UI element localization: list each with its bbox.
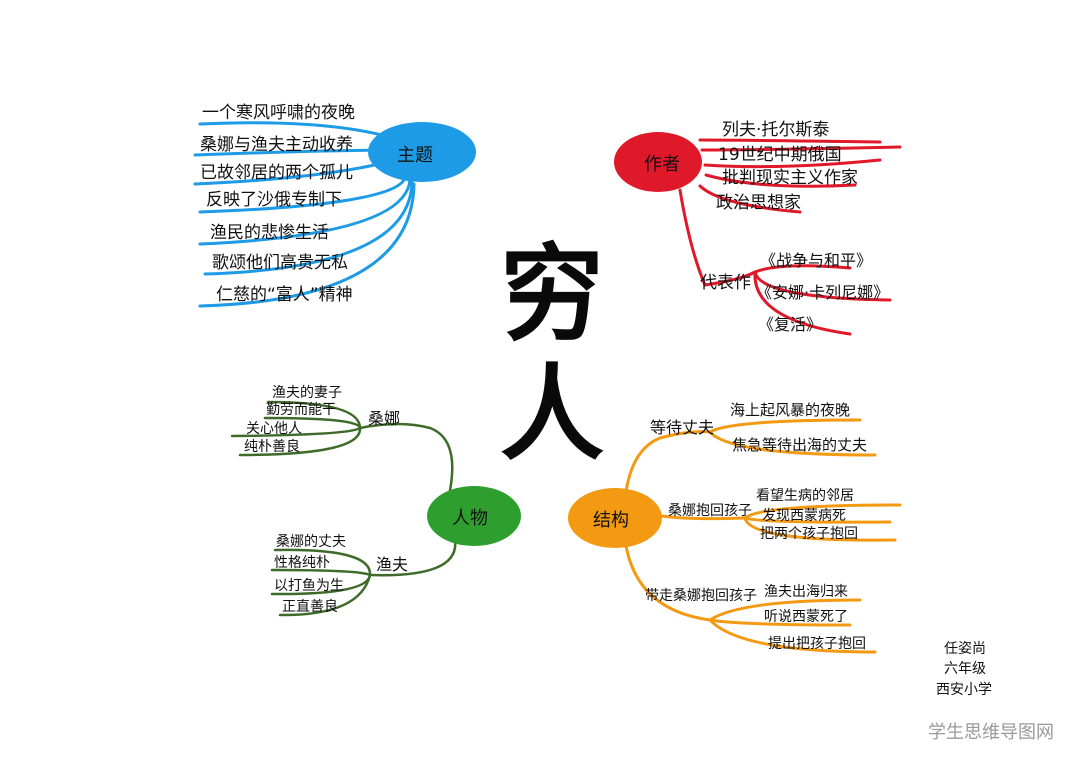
theme-item: 仁慈的“富人”精神 xyxy=(216,285,353,305)
signature-line: 六年级 xyxy=(944,661,986,677)
signature: 任姿尚 六年级 西安小学 xyxy=(936,641,992,698)
structure-node xyxy=(568,488,662,548)
structure-branch: 结构 等待丈夫 海上起风暴的夜晚 焦急等待出海的丈夫 桑娜抱回孩子 看望生病的邻… xyxy=(568,401,902,654)
author-work: 《复活》 xyxy=(758,315,822,334)
characters-node-label: 人物 xyxy=(452,508,488,529)
fisherman-item: 正直善良 xyxy=(282,598,338,615)
structure-group-items: 看望生病的邻居 发现西蒙病死 把两个孩子抱回 xyxy=(756,488,858,542)
structure-item: 海上起风暴的夜晚 xyxy=(730,401,850,419)
author-node xyxy=(614,132,702,192)
sangna-items: 渔夫的妻子 勤劳而能干 关心他人 纯朴善良 xyxy=(244,385,342,455)
theme-item: 歌颂他们高贵无私 xyxy=(212,253,348,273)
theme-item: 一个寒风呼啸的夜晚 xyxy=(202,103,355,123)
structure-item: 把两个孩子抱回 xyxy=(760,526,858,542)
structure-item: 焦急等待出海的丈夫 xyxy=(732,436,867,454)
central-title-char-1: 穷 xyxy=(500,232,604,355)
author-item: 列夫·托尔斯泰 xyxy=(722,120,829,140)
signature-line: 任姿尚 xyxy=(944,641,986,657)
structure-item: 听说西蒙死了 xyxy=(764,609,848,625)
fisherman-items: 桑娜的丈夫 性格纯朴 以打鱼为生 正直善良 xyxy=(274,534,346,615)
structure-group-items: 渔夫出海归来 听说西蒙死了 提出把孩子抱回 xyxy=(764,583,866,652)
fisherman-item: 桑娜的丈夫 xyxy=(276,534,346,550)
theme-items: 一个寒风呼啸的夜晚 桑娜与渔夫主动收养 已故邻居的两个孤儿 反映了沙俄专制下 渔… xyxy=(200,103,355,305)
characters-branch: 人物 桑娜 渔夫的妻子 勤劳而能干 关心他人 纯朴善良 渔夫 桑娜的丈夫 性格纯… xyxy=(230,385,521,617)
structure-group-items: 海上起风暴的夜晚 焦急等待出海的丈夫 xyxy=(730,401,867,454)
structure-item: 提出把孩子抱回 xyxy=(768,636,866,652)
author-connectors xyxy=(678,138,902,336)
structure-group-label: 桑娜抱回孩子 xyxy=(668,503,752,519)
theme-node-label: 主题 xyxy=(397,145,433,166)
author-branch: 作者 列夫·托尔斯泰 19世纪中期俄国 批判现实主义作家 政治思想家 代表作 《… xyxy=(614,120,902,336)
theme-item: 渔民的悲惨生活 xyxy=(210,223,329,243)
characters-connectors xyxy=(230,400,457,617)
sangna-item: 纯朴善良 xyxy=(244,439,300,455)
theme-item: 已故邻居的两个孤儿 xyxy=(200,163,353,183)
structure-group-label: 等待丈夫 xyxy=(650,418,714,437)
author-work: 《安娜·卡列尼娜》 xyxy=(756,283,889,302)
structure-item: 发现西蒙病死 xyxy=(762,508,846,524)
theme-node xyxy=(368,122,476,182)
structure-item: 看望生病的邻居 xyxy=(756,488,854,504)
fisherman-item: 以打鱼为生 xyxy=(274,577,344,594)
author-item: 19世纪中期俄国 xyxy=(718,145,842,165)
structure-connectors xyxy=(623,418,902,654)
fisherman-item: 性格纯朴 xyxy=(274,555,330,571)
structure-group-label: 带走桑娜抱回孩子 xyxy=(645,588,757,604)
author-works-label: 代表作 xyxy=(700,273,751,293)
author-items: 列夫·托尔斯泰 19世纪中期俄国 批判现实主义作家 政治思想家 xyxy=(716,120,858,213)
central-title-char-2: 人 xyxy=(500,352,604,475)
author-works: 《战争与和平》 《安娜·卡列尼娜》 《复活》 xyxy=(756,251,889,334)
theme-item: 桑娜与渔夫主动收养 xyxy=(200,135,353,155)
theme-item: 反映了沙俄专制下 xyxy=(206,190,342,210)
author-work: 《战争与和平》 xyxy=(760,251,872,270)
author-node-label: 作者 xyxy=(644,154,680,175)
signature-line: 西安小学 xyxy=(936,682,992,698)
characters-node xyxy=(427,486,521,546)
watermark: 学生思维导图网 xyxy=(928,722,1054,743)
sangna-item: 渔夫的妻子 xyxy=(272,385,342,401)
theme-branch: 主题 一个寒风呼啸的夜晚 桑娜与渔夫主动收养 已故邻居的两个孤儿 反映了沙俄专制… xyxy=(193,103,476,308)
structure-item: 渔夫出海归来 xyxy=(764,583,848,600)
author-item: 政治思想家 xyxy=(716,193,801,213)
sangna-item: 关心他人 xyxy=(246,421,302,437)
structure-node-label: 结构 xyxy=(593,510,629,531)
author-item: 批判现实主义作家 xyxy=(722,168,858,188)
fisherman-label: 渔夫 xyxy=(376,555,408,574)
sangna-label: 桑娜 xyxy=(368,409,400,428)
sangna-item: 勤劳而能干 xyxy=(266,402,336,418)
